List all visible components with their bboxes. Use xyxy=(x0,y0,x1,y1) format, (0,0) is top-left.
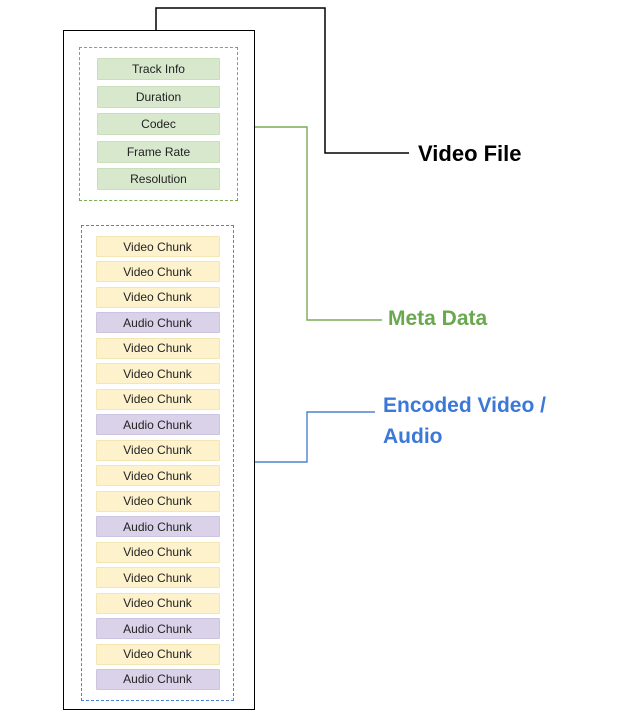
video-chunk: Video Chunk xyxy=(95,567,220,589)
video-chunk: Video Chunk xyxy=(95,388,220,410)
audio-chunk: Audio Chunk xyxy=(95,618,220,640)
audio-chunk: Audio Chunk xyxy=(95,414,220,436)
video-chunk: Video Chunk xyxy=(95,643,220,665)
meta-item: Frame Rate xyxy=(97,140,220,163)
meta-item: Duration xyxy=(97,85,220,108)
audio-chunk: Audio Chunk xyxy=(95,668,220,690)
audio-chunk: Audio Chunk xyxy=(95,516,220,538)
video-chunk: Video Chunk xyxy=(95,541,220,563)
video-chunk: Video Chunk xyxy=(95,490,220,512)
video-chunk: Video Chunk xyxy=(95,286,220,308)
meta-item: Resolution xyxy=(97,168,220,190)
video-chunk: Video Chunk xyxy=(95,261,220,283)
encoded-video-audio-label: Encoded Video / Audio xyxy=(383,394,546,448)
meta-data-label: Meta Data xyxy=(388,307,488,330)
video-chunk: Video Chunk xyxy=(95,439,220,461)
video-chunk: Video Chunk xyxy=(95,363,220,385)
meta-item: Track Info xyxy=(97,58,220,80)
encoded-connector-line xyxy=(234,411,375,463)
audio-chunk: Audio Chunk xyxy=(95,312,220,334)
meta-item: Codec xyxy=(97,113,220,135)
video-chunk: Video Chunk xyxy=(95,337,220,359)
video-chunk: Video Chunk xyxy=(95,236,220,257)
video-chunk: Video Chunk xyxy=(95,465,220,487)
video-file-label: Video File xyxy=(418,141,522,166)
meta-data-connector-line xyxy=(238,126,382,321)
video-chunk: Video Chunk xyxy=(95,592,220,614)
